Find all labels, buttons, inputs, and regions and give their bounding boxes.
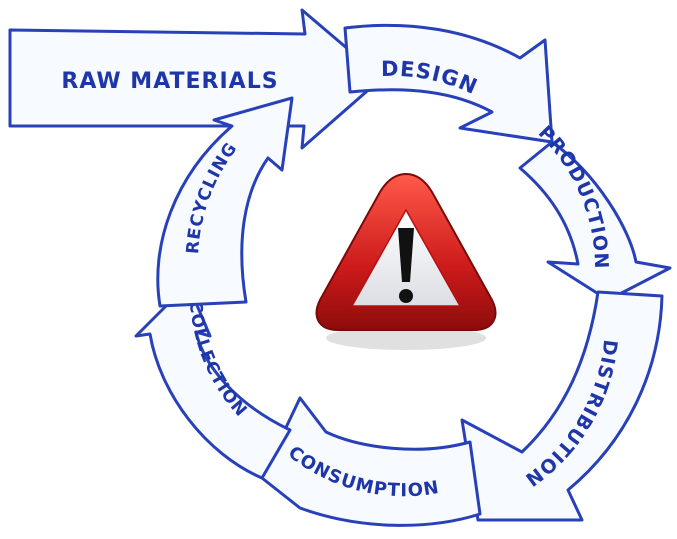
consumption-arrow: CONSUMPTION	[260, 396, 482, 527]
collection-arrow-shape	[134, 282, 292, 480]
raw-materials-arrow: RAW MATERIALS	[8, 8, 384, 150]
recycling-arrow: RECYCLING	[156, 96, 294, 308]
collection-arrow: COLLECTION	[134, 282, 292, 480]
consumption-arrow-shape	[260, 396, 482, 527]
distribution-arrow: DISTRIBUTION	[460, 290, 664, 522]
recycling-arrow-shape	[156, 96, 294, 308]
production-arrow-shape	[518, 140, 672, 302]
warning-icon	[315, 172, 497, 350]
distribution-arrow-shape	[460, 290, 664, 522]
design-arrow: DESIGN	[343, 23, 554, 144]
raw-materials-label: RAW MATERIALS	[61, 69, 278, 94]
production-arrow: PRODUCTION	[518, 122, 672, 302]
